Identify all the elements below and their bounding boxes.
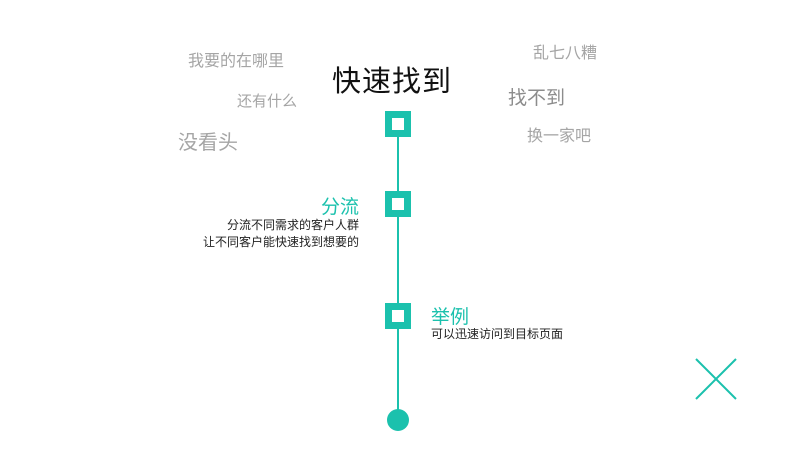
floating-word: 换一家吧 xyxy=(527,126,592,145)
floating-word: 我要的在哪里 xyxy=(188,51,285,70)
timeline-node-square xyxy=(385,303,411,329)
step-heading-fenliu: 分流 xyxy=(320,196,359,218)
floating-word: 乱七八糟 xyxy=(533,43,598,62)
close-icon[interactable] xyxy=(694,357,738,401)
step-heading-juli: 举例 xyxy=(431,306,470,328)
timeline-end-dot xyxy=(387,409,409,431)
floating-word: 没看头 xyxy=(178,130,238,154)
timeline-node-square xyxy=(385,191,411,217)
description-line: 分流不同需求的客户人群 xyxy=(226,218,359,232)
floating-word: 还有什么 xyxy=(237,92,298,110)
page-title: 快速找到 xyxy=(332,64,453,98)
description-line: 可以迅速访问到目标页面 xyxy=(431,327,564,341)
step-description-juli: 可以迅速访问到目标页面 xyxy=(431,326,563,343)
step-description-fenliu: 分流不同需求的客户人群 让不同客户能快速找到想要的 xyxy=(203,217,359,251)
timeline-line xyxy=(397,124,399,420)
description-line: 让不同客户能快速找到想要的 xyxy=(202,235,359,249)
floating-word: 找不到 xyxy=(508,87,566,109)
timeline-node-square xyxy=(385,111,411,137)
